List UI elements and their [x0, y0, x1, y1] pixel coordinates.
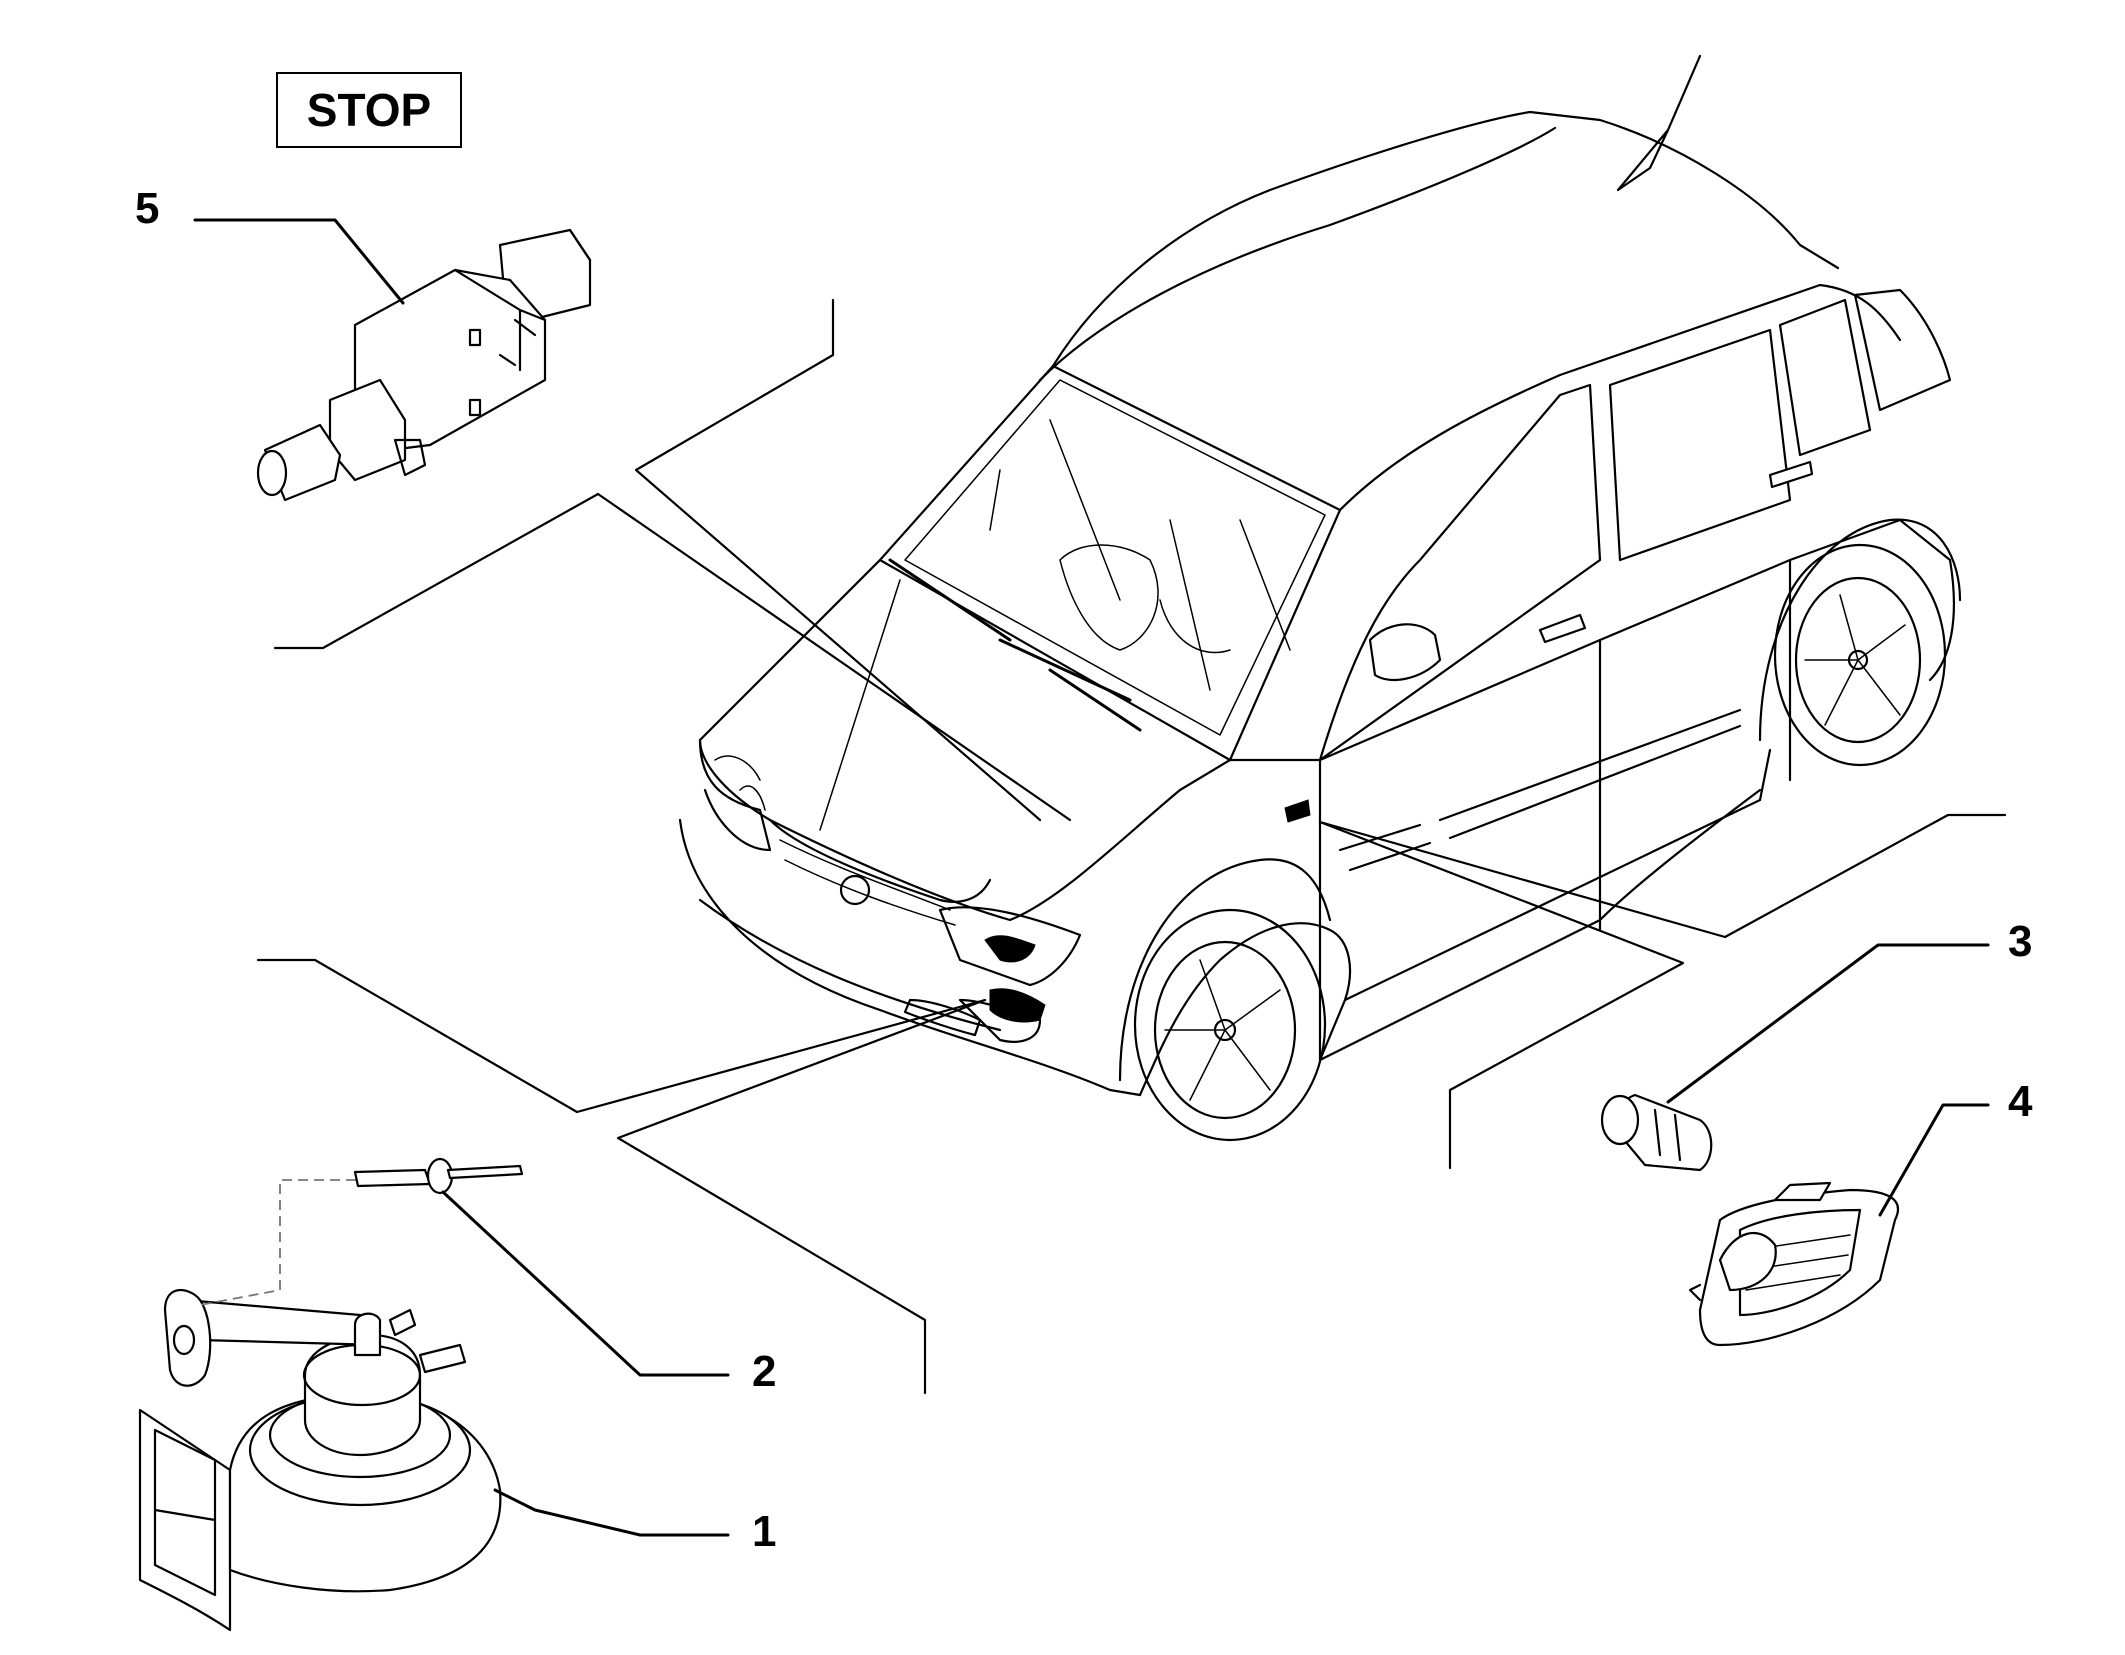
- assembly-dashline: [199, 1179, 356, 1306]
- horn-icon: [138, 1288, 502, 1632]
- callout-line-5: [193, 218, 405, 305]
- callout-line-3: [1666, 943, 1990, 1104]
- rivet-icon: [353, 1157, 524, 1195]
- callout-line-4: [1878, 1103, 1990, 1217]
- callout-line-2: [441, 1190, 730, 1377]
- side-repeater-lamp-icon: [1688, 1181, 1900, 1347]
- car-outline-icon: [678, 54, 1962, 1142]
- callout-line-1: [493, 1488, 730, 1537]
- callout-number-1: 1: [752, 1507, 777, 1556]
- callout-number-2: 2: [752, 1347, 777, 1396]
- callout-number-4: 4: [2008, 1077, 2033, 1126]
- bulb-icon: [1600, 1093, 1713, 1172]
- callout-number-5: 5: [135, 184, 160, 233]
- callout-number-3: 3: [2008, 917, 2033, 966]
- stop-label-box: STOP: [276, 72, 462, 148]
- leader-lines: [256, 298, 2007, 1395]
- stop-light-switch-icon: [256, 228, 592, 502]
